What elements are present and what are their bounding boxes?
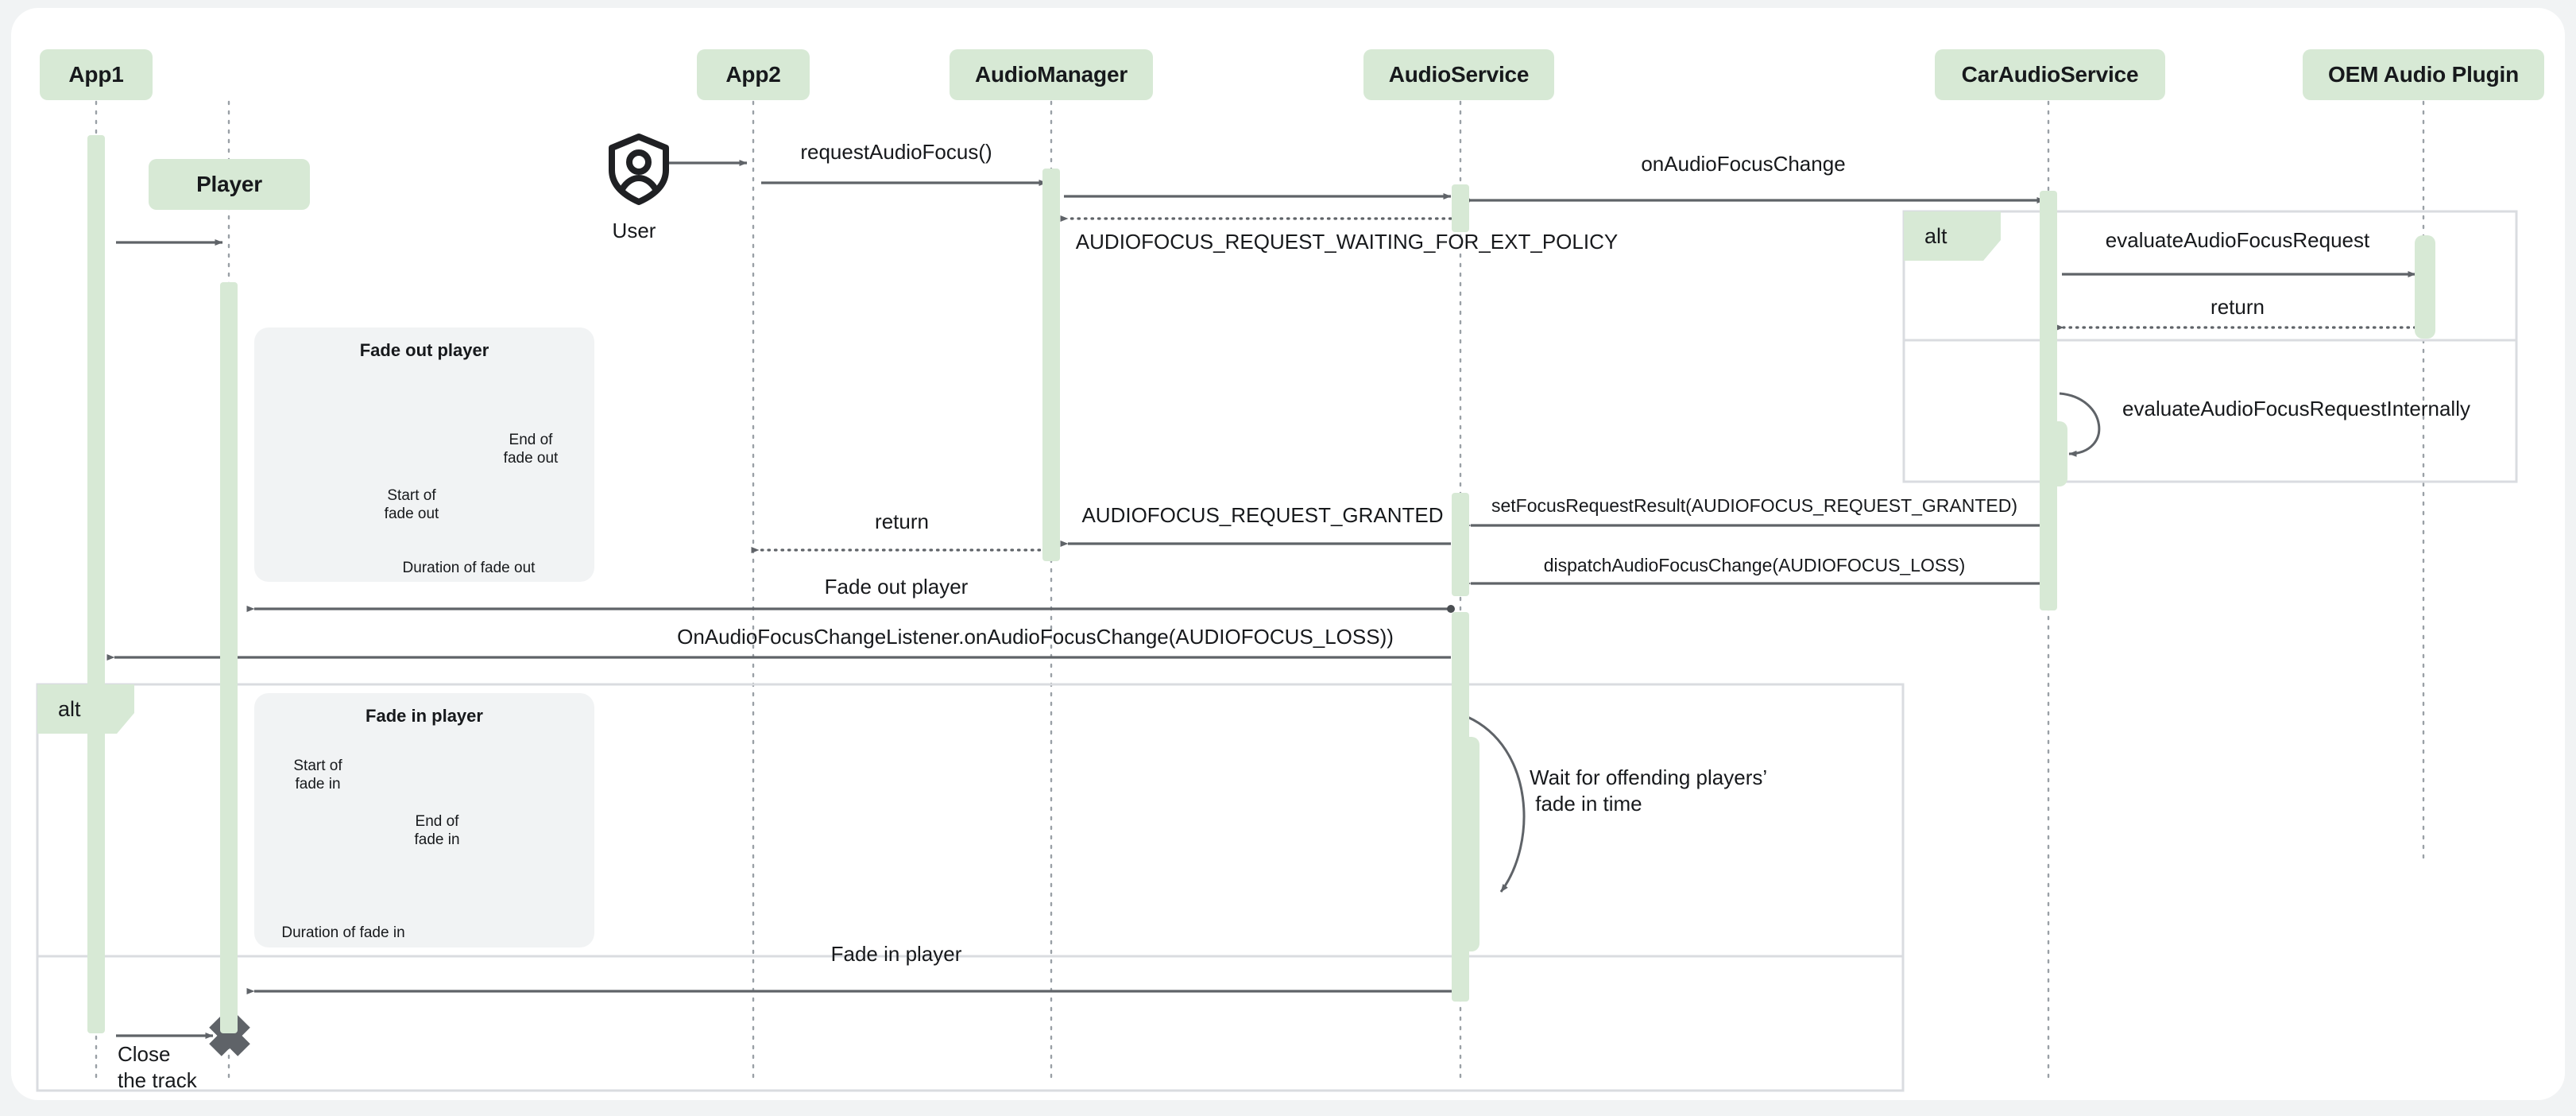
activation-caraudioservice — [2040, 191, 2057, 610]
activation-app1 — [87, 135, 105, 1033]
msg-set-focus-request-result: setFocusRequestResult(AUDIOFOCUS_REQUEST… — [1491, 495, 2018, 516]
lifeline-head-player[interactable]: Player — [149, 159, 310, 210]
activation-audiomanager — [1042, 169, 1060, 561]
msg-on-audio-focus-change-listener: OnAudioFocusChangeListener.onAudioFocusC… — [677, 625, 1394, 649]
lifeline-head-oemplugin[interactable]: OEM Audio Plugin — [2303, 49, 2544, 100]
msg-wait-fade-in: Wait for offending players’ fade in time — [1530, 765, 1768, 816]
msg-fade-in-player: Fade in player — [830, 942, 962, 966]
lifeline-head-audioservice[interactable]: AudioService — [1363, 49, 1554, 100]
fade-in-player-card: Fade in player — [254, 693, 594, 947]
fade-in-duration-note: Duration of fade in — [281, 924, 405, 941]
fade-out-player-card: Fade out player — [254, 327, 594, 582]
actor-label-user: User — [612, 219, 656, 242]
msg-dispatch-audio-focus-change: dispatchAudioFocusChange(AUDIOFOCUS_LOSS… — [1543, 555, 1966, 575]
fade-in-chart-title: Fade in player — [366, 706, 483, 726]
msg-fade-out-player: Fade out player — [824, 575, 969, 599]
lifeline-head-audiomanager[interactable]: AudioManager — [950, 49, 1153, 100]
msg-request-audio-focus: requestAudioFocus() — [800, 140, 992, 164]
activation-audioservice-2 — [1452, 493, 1469, 596]
lifeline-head-app1[interactable]: App1 — [40, 49, 153, 100]
activation-audioservice-1 — [1452, 184, 1469, 232]
lifeline-head-app2[interactable]: App2 — [697, 49, 810, 100]
fade-out-duration-note: Duration of fade out — [402, 560, 536, 576]
alt-label-left: alt — [37, 684, 134, 734]
msg-waiting-for-ext-policy: AUDIOFOCUS_REQUEST_WAITING_FOR_EXT_POLIC… — [1075, 230, 1619, 254]
msg-on-audio-focus-change: onAudioFocusChange — [1641, 152, 1846, 176]
msg-return-oem: return — [2210, 295, 2265, 319]
lifeline-head-caraudioservice[interactable]: CarAudioService — [1935, 49, 2165, 100]
activation-player — [220, 282, 238, 1033]
activation-caraudioservice-nested — [2047, 421, 2067, 486]
fade-out-chart-title: Fade out player — [359, 340, 489, 360]
msg-return-audiomanager: return — [875, 510, 929, 533]
alt-label-right: alt — [1904, 211, 2001, 261]
activation-oemplugin — [2415, 235, 2435, 339]
msg-evaluate-internally: evaluateAudioFocusRequestInternally — [2122, 397, 2470, 420]
msg-evaluate-audio-focus-request: evaluateAudioFocusRequest — [2105, 228, 2370, 252]
activation-audioservice-nested — [1459, 737, 1479, 951]
msg-audiofocus-request-granted: AUDIOFOCUS_REQUEST_GRANTED — [1081, 503, 1444, 527]
